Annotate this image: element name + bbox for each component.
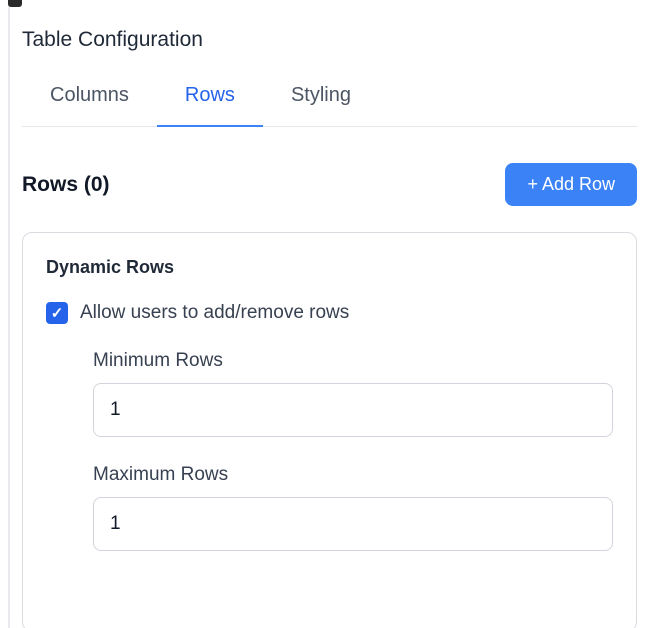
minimum-rows-label: Minimum Rows xyxy=(93,350,223,371)
maximum-rows-input[interactable] xyxy=(93,497,613,551)
add-row-button[interactable]: + Add Row xyxy=(505,163,637,206)
tab-bar: Columns Rows Styling xyxy=(22,84,637,127)
window-corner-fragment xyxy=(8,0,22,7)
row-limit-fields: Minimum Rows Maximum Rows xyxy=(93,350,613,551)
rows-count-heading: Rows (0) xyxy=(22,172,110,196)
dynamic-rows-card: Dynamic Rows ✓ Allow users to add/remove… xyxy=(22,232,637,628)
allow-add-remove-row: ✓ Allow users to add/remove rows xyxy=(46,302,613,324)
allow-add-remove-checkbox[interactable]: ✓ xyxy=(46,302,68,324)
tab-columns[interactable]: Columns xyxy=(22,84,157,127)
minimum-rows-field: Minimum Rows xyxy=(93,350,613,437)
panel-left-border xyxy=(8,0,10,628)
dynamic-rows-heading: Dynamic Rows xyxy=(46,257,175,277)
rows-section-header: Rows (0) + Add Row xyxy=(22,163,637,206)
page-title: Table Configuration xyxy=(22,28,203,51)
maximum-rows-label: Maximum Rows xyxy=(93,464,229,485)
maximum-rows-field: Maximum Rows xyxy=(93,464,613,551)
allow-add-remove-label: Allow users to add/remove rows xyxy=(80,302,350,323)
tab-rows[interactable]: Rows xyxy=(156,84,263,127)
minimum-rows-input[interactable] xyxy=(93,383,613,437)
tab-styling[interactable]: Styling xyxy=(263,84,379,127)
check-icon: ✓ xyxy=(50,304,64,322)
